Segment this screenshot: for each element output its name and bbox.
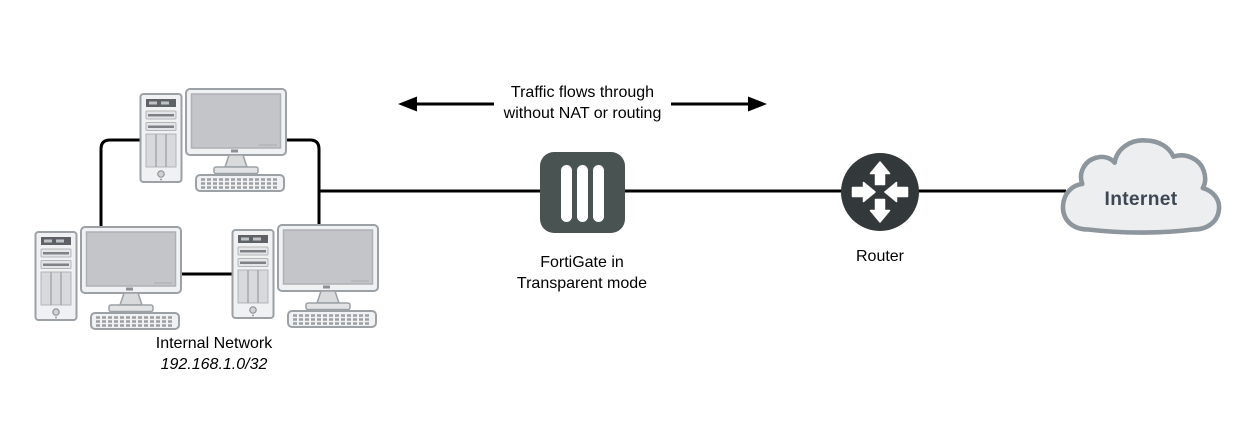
arrow-down-icon xyxy=(869,198,891,223)
internal-network-title: Internal Network xyxy=(155,335,273,352)
router-label: Router xyxy=(855,248,905,265)
router-arrows xyxy=(851,161,909,223)
link-top-to-bottom-left xyxy=(99,138,140,227)
router-icon xyxy=(841,153,919,231)
arrowhead-left-icon xyxy=(398,96,417,112)
arrowhead-right-icon xyxy=(748,96,767,112)
fortigate-bar xyxy=(561,165,572,222)
link-top-to-bottom-right xyxy=(286,138,321,225)
arrow-up-icon xyxy=(869,161,891,186)
fortigate-label: FortiGate in Transparent mode xyxy=(482,252,682,294)
fortigate-bar xyxy=(577,165,588,222)
router-body xyxy=(841,153,919,231)
traffic-flow-line1: Traffic flows through xyxy=(510,84,655,101)
internal-network-label: Internal Network 192.168.1.0/32 xyxy=(104,333,324,375)
workstation-icon-bottom-left xyxy=(33,226,183,332)
cloud-shape xyxy=(1060,138,1222,235)
arrow-left-icon xyxy=(884,181,909,203)
fortigate-label-line1: FortiGate in xyxy=(540,254,624,271)
workstation-icon-top xyxy=(138,88,288,194)
fortigate-label-line2: Transparent mode xyxy=(516,275,648,292)
fortigate-icon xyxy=(540,152,625,233)
traffic-flow-line2: without NAT or routing xyxy=(503,105,662,122)
internal-network-subnet: 192.168.1.0/32 xyxy=(160,356,268,373)
internet-label: Internet xyxy=(1105,189,1178,210)
fortigate-bar xyxy=(593,165,604,222)
workstation-icon-bottom-right xyxy=(230,224,380,330)
internet-cloud-icon: Internet xyxy=(1060,138,1222,235)
arrow-right-icon xyxy=(851,181,876,203)
traffic-flow-label: Traffic flows through without NAT or rou… xyxy=(462,82,703,124)
